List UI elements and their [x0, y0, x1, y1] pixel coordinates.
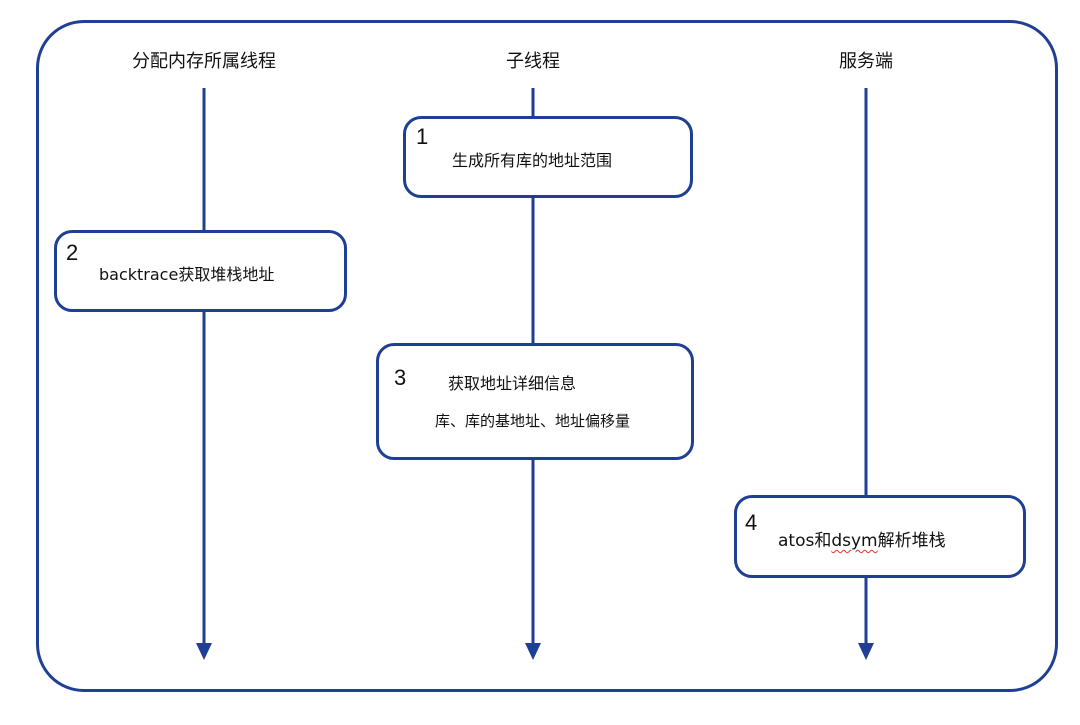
- step-3-number: 3: [394, 365, 407, 390]
- step-2-text: backtrace获取堆栈地址: [99, 265, 275, 284]
- diagram-frame: [36, 20, 1058, 692]
- arrowhead-server: [858, 643, 874, 660]
- step-4-text: atos和dsym解析堆栈: [778, 530, 946, 552]
- step-3-box: 3 获取地址详细信息 库、库的基地址、地址偏移量: [376, 343, 694, 460]
- step-1-box: 1 生成所有库的地址范围: [403, 116, 693, 198]
- step-4-number: 4: [745, 510, 758, 535]
- step-3-detail: 库、库的基地址、地址偏移量: [435, 412, 631, 430]
- lane-title-sub-thread: 子线程: [506, 51, 560, 72]
- step-1-text: 生成所有库的地址范围: [452, 151, 613, 170]
- step-4-text-dsym: dsym: [831, 531, 878, 551]
- step-4-box: 4 atos和dsym解析堆栈: [734, 495, 1026, 578]
- step-1-number: 1: [416, 124, 429, 149]
- step-2-number: 2: [66, 240, 79, 265]
- step-4-text-before: atos和: [778, 531, 832, 551]
- step-2-box: 2 backtrace获取堆栈地址: [54, 230, 347, 312]
- lane-title-alloc-thread: 分配内存所属线程: [132, 51, 276, 72]
- arrowhead-alloc-thread: [196, 643, 212, 660]
- arrowhead-sub-thread: [525, 643, 541, 660]
- step-4-text-after: 解析堆栈: [877, 531, 946, 551]
- lane-title-server: 服务端: [839, 51, 893, 72]
- step-3-title: 获取地址详细信息: [448, 374, 577, 393]
